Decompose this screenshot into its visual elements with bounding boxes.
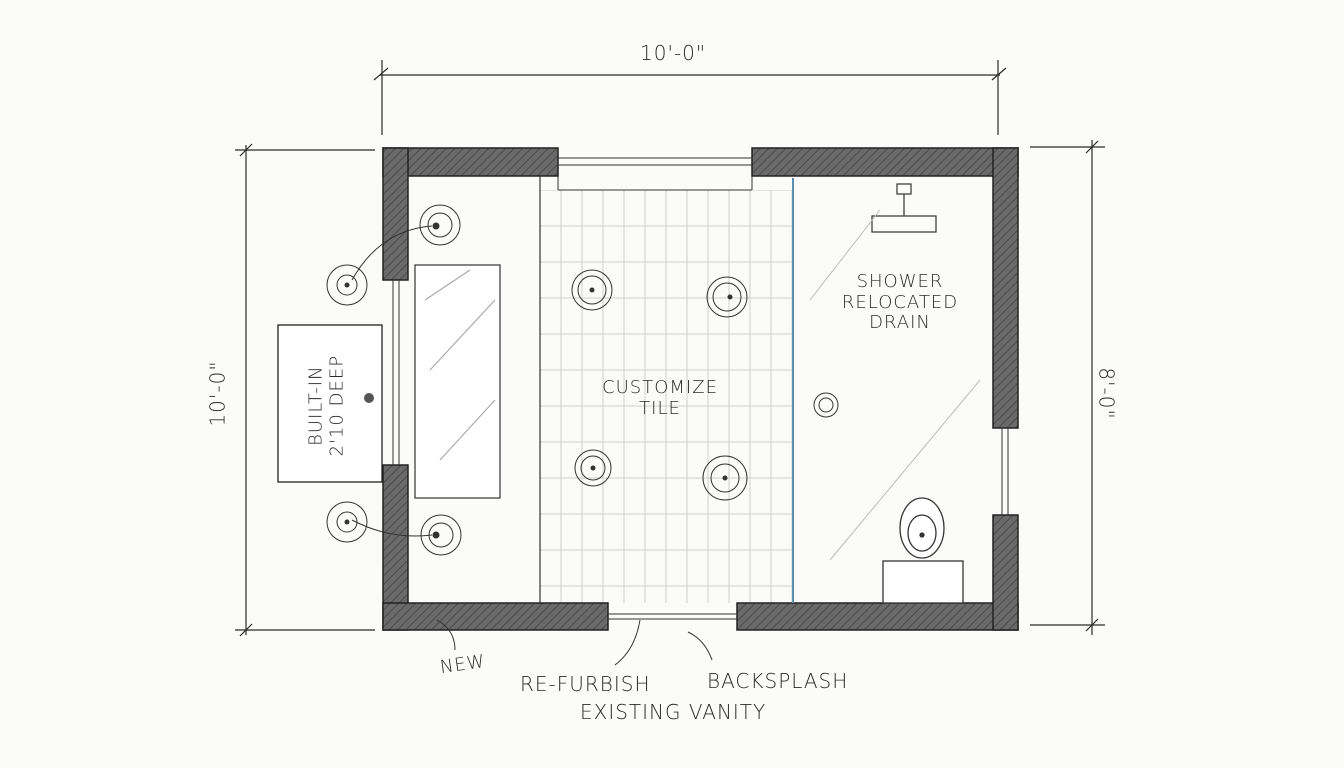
built-in-line1: BUILT-IN <box>305 365 327 446</box>
refurbish-label: RE-FURBISH EXISTING VANITY <box>520 670 810 726</box>
tile-label: CUSTOMIZE TILE <box>575 377 745 419</box>
dimension-right: 8'-0" <box>1094 367 1119 420</box>
light-icon <box>420 514 462 556</box>
outlet-icon <box>364 393 374 403</box>
dimension-lines <box>235 60 1105 637</box>
built-in-line2: 2'10 DEEP <box>326 354 347 457</box>
refurbish-line1: RE-FURBISH <box>520 672 651 696</box>
shower-head-icon <box>871 183 937 233</box>
shower-label: SHOWER RELOCATED DRAIN <box>830 271 970 334</box>
vanity <box>414 176 541 603</box>
light-icon <box>702 455 748 501</box>
walls <box>382 147 1019 631</box>
tile-line1: CUSTOMIZE <box>602 377 718 398</box>
dimension-left: 10'-0" <box>205 360 230 427</box>
built-in-label: BUILT-IN 2'10 DEEP <box>305 341 347 471</box>
toilet-icon <box>882 497 964 604</box>
built-in-cabinet <box>277 324 383 483</box>
light-icon <box>571 269 613 311</box>
light-icon <box>326 501 368 543</box>
light-icon <box>419 204 461 246</box>
tile-line2: TILE <box>639 397 681 419</box>
backsplash-label: BACKSPLASH <box>707 669 849 693</box>
shower-line1: SHOWER <box>856 271 944 292</box>
refurbish-line2: EXISTING VANITY <box>580 700 767 724</box>
light-icon <box>574 449 612 487</box>
ceiling-lights <box>326 204 839 666</box>
shower-line3: DRAIN <box>869 312 931 334</box>
light-icon <box>813 392 839 418</box>
tile-floor <box>540 190 793 603</box>
light-icon <box>706 276 748 318</box>
shower-line2: RELOCATED <box>841 291 959 313</box>
dimension-top: 10'-0" <box>640 41 707 65</box>
openings <box>392 157 1009 620</box>
light-icon <box>326 264 368 306</box>
